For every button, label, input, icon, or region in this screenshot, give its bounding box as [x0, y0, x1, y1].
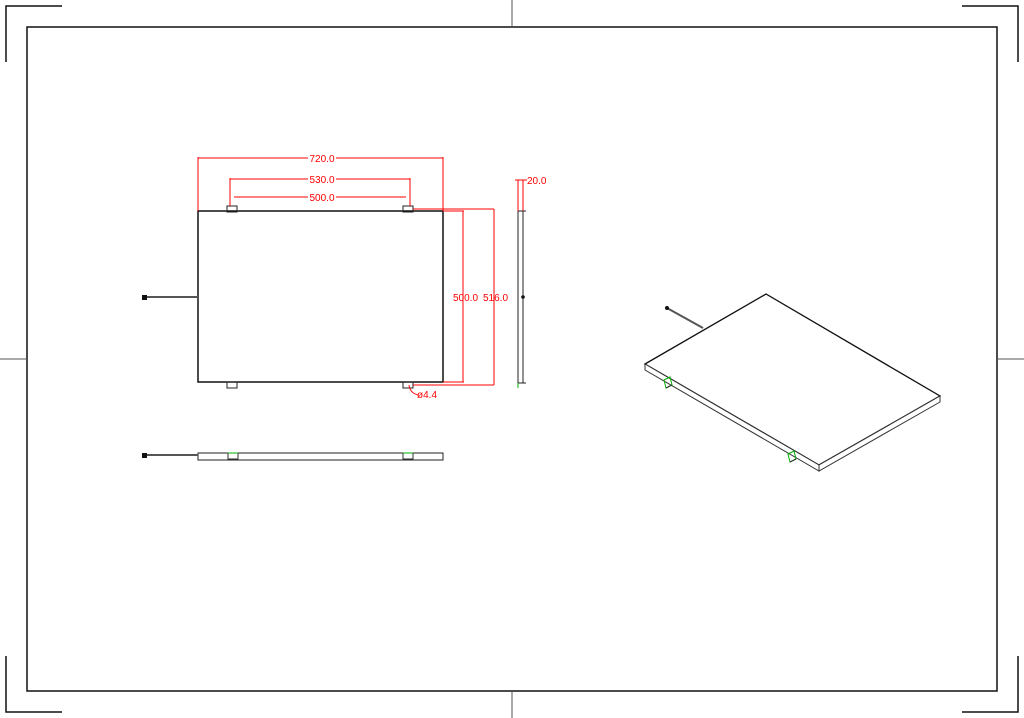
- iso-bracket-left: [663, 376, 673, 389]
- dim-bracket-outer-span: 530.0: [309, 175, 334, 186]
- iso-right-face: [818, 395, 941, 472]
- dim-thickness: 20.0: [527, 176, 547, 187]
- bottom-bracket-left: [227, 452, 239, 460]
- side-view: 20.0: [515, 176, 547, 388]
- side-cable-point: [521, 295, 525, 299]
- bottom-bracket-right: [402, 452, 414, 460]
- dim-height: 500.0: [453, 293, 478, 304]
- bottom-cable-connector: [142, 453, 147, 458]
- dim-bracket-inner-span: 500.0: [309, 193, 334, 204]
- dim-overall-height: 516.0: [483, 293, 508, 304]
- bracket-top-left: [226, 205, 238, 213]
- bottom-view: [142, 452, 444, 461]
- iso-bracket-right: [787, 450, 797, 463]
- dim-hole-diameter: ø4.4: [417, 390, 437, 401]
- bracket-bottom-left: [226, 381, 238, 389]
- corner-marks: [5, 5, 1019, 713]
- cable-connector: [142, 295, 147, 300]
- bracket-bottom-right: [402, 381, 414, 389]
- front-dimensions: 720.0 530.0 500.0 500.0 516.0 ø4.4: [197, 154, 508, 401]
- iso-cable-connector: [665, 306, 669, 310]
- isometric-view: [643, 293, 942, 472]
- bottom-panel-outline: [197, 452, 444, 461]
- iso-cable: [666, 307, 704, 329]
- dim-overall-width: 720.0: [309, 154, 334, 165]
- front-view: [142, 205, 444, 389]
- panel-outline: [197, 210, 444, 383]
